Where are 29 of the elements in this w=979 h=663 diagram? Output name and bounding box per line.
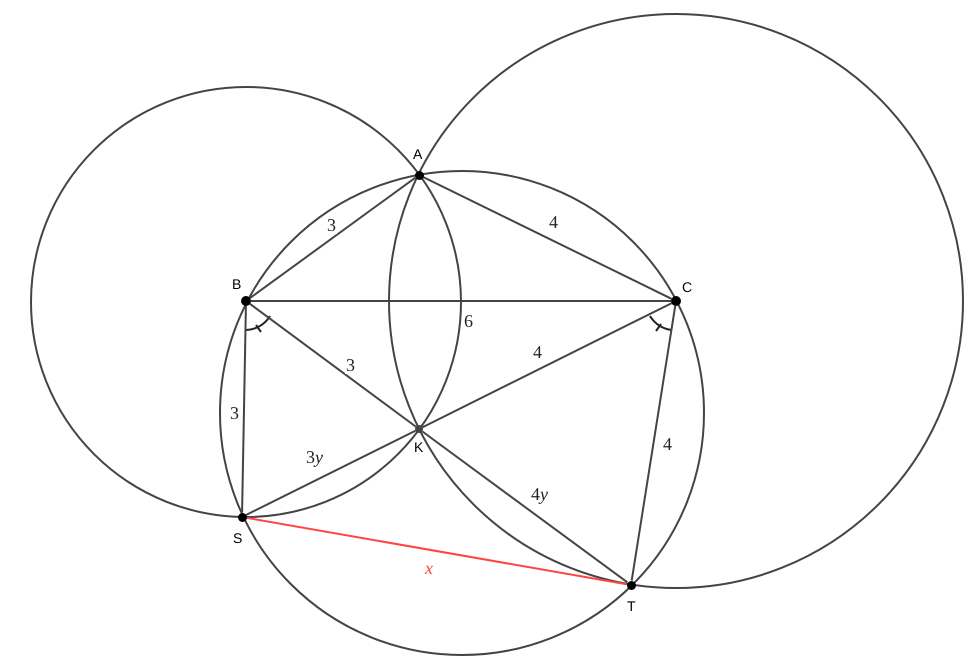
edge-label: 3y xyxy=(305,448,324,466)
line-segment xyxy=(422,302,672,428)
edge-label: 4 xyxy=(662,435,673,453)
line-segment xyxy=(630,306,676,581)
line-segment xyxy=(422,430,628,584)
edge-label: 3 xyxy=(345,356,356,374)
line-segment xyxy=(246,430,416,516)
line-segment xyxy=(246,516,627,586)
point-label: T xyxy=(627,599,636,613)
point xyxy=(241,296,251,306)
line-segment xyxy=(249,176,416,299)
point-label: K xyxy=(414,440,424,454)
point-label: B xyxy=(232,277,242,291)
point-label: C xyxy=(682,280,692,294)
edge-label: 4 xyxy=(532,343,543,361)
line-segment xyxy=(241,306,247,513)
point xyxy=(238,512,246,522)
edge-label: 4 xyxy=(548,213,559,231)
line-segment xyxy=(422,176,672,300)
line-segment xyxy=(251,300,671,302)
point-label: S xyxy=(233,531,242,545)
edge-label: 3 xyxy=(326,216,337,234)
edge-label: 6 xyxy=(463,312,474,330)
point xyxy=(626,580,636,590)
edge-label: 3 xyxy=(229,404,240,422)
line-segment xyxy=(249,303,416,428)
point xyxy=(671,296,681,306)
point-label: A xyxy=(413,147,422,161)
edge-label: 4y xyxy=(530,485,549,503)
